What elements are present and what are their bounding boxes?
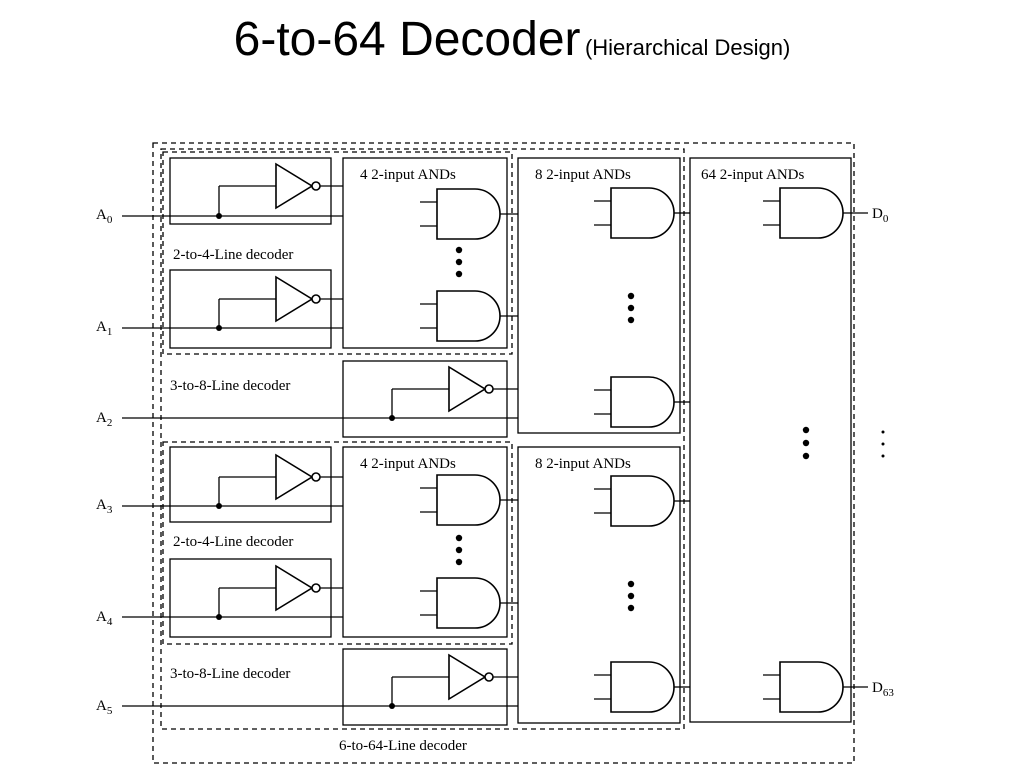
output-label-d63: D63: [872, 680, 894, 699]
output-label-d0: D0: [872, 206, 889, 225]
and4-box-bottom: [342, 446, 508, 638]
not-gate-icon: [275, 565, 321, 611]
inverter-box: [169, 558, 332, 638]
boundary-6-to-64-outer: [152, 142, 855, 764]
label-3-to-8-bottom: 3-to-8-Line decoder: [170, 666, 290, 682]
and8-box-bottom: [517, 446, 681, 724]
inverter-box: [342, 360, 508, 438]
not-gate-icon: [275, 163, 321, 209]
and-gate-icon: [419, 188, 501, 240]
boundary-2-to-4-bottom: [162, 441, 513, 645]
label-and8-top: 8 2-input ANDs: [535, 167, 631, 183]
boundary-2-to-4-top: [162, 151, 513, 355]
boundary-3-to-8-group: [160, 148, 685, 730]
inverter-box: [169, 157, 332, 225]
label-and4-bottom: 4 2-input ANDs: [360, 456, 456, 472]
inverter-box: [169, 269, 332, 349]
and4-box-top: [342, 157, 508, 349]
not-gate-icon: [448, 654, 494, 700]
not-gate-icon: [275, 454, 321, 500]
label-and64: 64 2-input ANDs: [701, 167, 805, 183]
title-subtitle: (Hierarchical Design): [584, 35, 791, 60]
and-gate-icon: [593, 661, 675, 713]
and-gate-icon: [593, 376, 675, 428]
and-gate-icon: [762, 661, 844, 713]
and-gate-icon: [762, 187, 844, 239]
label-2-to-4-top: 2-to-4-Line decoder: [173, 247, 293, 263]
and-gate-icon: [419, 474, 501, 526]
slide-title: 6-to-64 Decoder (Hierarchical Design): [0, 12, 1024, 92]
label-2-to-4-bottom: 2-to-4-Line decoder: [173, 534, 293, 550]
input-label-a3: A3: [96, 497, 113, 516]
input-label-a1: A1: [96, 319, 112, 338]
input-label-a0: A0: [96, 207, 113, 226]
inverter-box: [342, 648, 508, 726]
inverter-box: [169, 446, 332, 523]
and-gate-icon: [419, 577, 501, 629]
and-gate-icon: [593, 475, 675, 527]
and64-box: [689, 157, 852, 723]
label-6-to-64: 6-to-64-Line decoder: [339, 738, 467, 754]
label-and4-top: 4 2-input ANDs: [360, 167, 456, 183]
input-label-a4: A4: [96, 609, 113, 628]
and-gate-icon: [593, 187, 675, 239]
label-and8-bottom: 8 2-input ANDs: [535, 456, 631, 472]
label-3-to-8-top: 3-to-8-Line decoder: [170, 378, 290, 394]
and-gate-icon: [419, 290, 501, 342]
title-main: 6-to-64 Decoder: [233, 13, 581, 66]
and8-box-top: [517, 157, 681, 434]
input-label-a5: A5: [96, 698, 113, 717]
not-gate-icon: [448, 366, 494, 412]
input-label-a2: A2: [96, 410, 112, 429]
not-gate-icon: [275, 276, 321, 322]
